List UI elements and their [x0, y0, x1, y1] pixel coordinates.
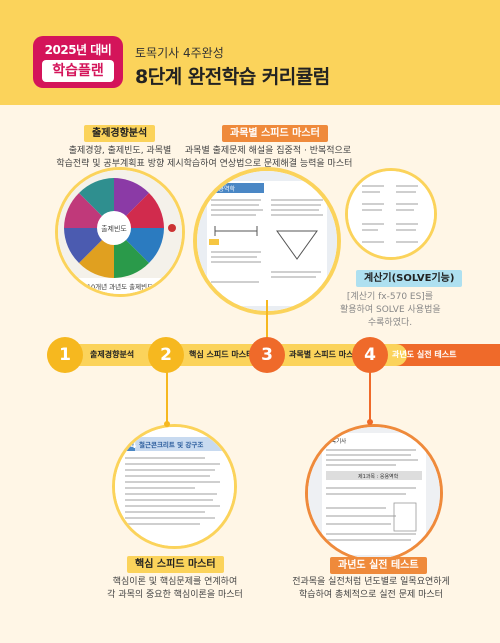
tag-core-speed: 핵심 스피드 마스터: [127, 556, 224, 573]
badge-year: 2025년 대비: [44, 43, 112, 57]
core-inner-header: 철근콘크리트 및 강구조: [139, 440, 203, 449]
desc-exam-2: 학습하여 총체적으로 실전 문제 마스터: [299, 590, 443, 600]
plan-badge: 2025년 대비 학습플랜: [33, 36, 123, 88]
calculator-image: [345, 168, 437, 260]
desc-core-2: 각 과목의 중요한 핵심이론을 마스터: [107, 590, 243, 600]
desc-core-1: 핵심이론 및 핵심문제를 연계하여: [112, 577, 238, 587]
wheel-chart-icon: 출제빈도 10개년 과년도 출제빈도: [58, 170, 182, 294]
page-subtitle: 토목기사 4주완성: [135, 46, 224, 60]
desc-subject-1: 과목별 출제문제 해설을 집중적 · 반복적으로: [184, 146, 352, 156]
badge-name: 학습플랜: [42, 60, 114, 82]
trend-wheel-image: 출제빈도 10개년 과년도 출제빈도: [55, 167, 185, 297]
desc-calc-1: [계산기 fx-570 ES]를: [346, 292, 434, 302]
exam-page-icon: 토목기사 제1과목 : 응용역학: [308, 427, 440, 559]
wheel-center-label: 출제빈도: [101, 224, 127, 233]
textbook-page-icon: 04 철근콘크리트 및 강구조: [115, 427, 234, 546]
desc-calc-3: 수록하였다.: [367, 318, 413, 328]
step-3-node: 3: [249, 337, 285, 373]
step-4-label: 과년도 실전 테스트: [392, 350, 457, 359]
desc-trend-1: 출제경향, 출제빈도, 과목별: [68, 146, 172, 156]
desc-trend-2: 학습전략 및 공부계획표 방향 제시: [56, 159, 184, 169]
step-1-label: 출제경향분석: [90, 350, 135, 359]
step-4-node: 4: [352, 337, 388, 373]
step-1-node: 1: [47, 337, 83, 373]
desc-calc-2: 활용하여 SOLVE 사용법을: [340, 305, 441, 315]
connector-step2: [166, 366, 168, 428]
tag-calculator: 계산기(SOLVE기능): [356, 270, 463, 287]
desc-exam-1: 전과목을 실전처럼 년도별로 일목요연하게: [292, 577, 450, 587]
header-band: 2025년 대비 학습플랜 토목기사 4주완성 8단계 완전학습 커리큘럼: [0, 0, 500, 105]
connector-step3: [266, 300, 268, 338]
textbook-page-icon: 응용역학: [197, 171, 337, 311]
tag-exam-test: 과년도 실전 테스트: [330, 557, 427, 574]
step-3-label: 과목별 스피드 마스터: [289, 350, 361, 359]
tag-subject-speed: 과목별 스피드 마스터: [222, 125, 328, 142]
core-inner-num: 04: [124, 441, 137, 451]
subject-book-image: 응용역학: [193, 167, 341, 315]
core-book-image: 04 철근콘크리트 및 강구조: [112, 424, 237, 549]
timeline-bar: [47, 344, 407, 366]
exam-inner-header: 토목기사: [326, 437, 346, 445]
exam-inner-sub: 제1과목 : 응용역학: [358, 473, 399, 480]
trend-inner-caption: 10개년 과년도 출제빈도: [87, 282, 153, 291]
connector-dot-2: [164, 421, 170, 427]
desc-subject-2: 학습하여 연상법으로 문제해결 능력을 마스터: [183, 159, 353, 169]
calculator-screen-icon: [348, 171, 434, 257]
connector-dot-4: [367, 419, 373, 425]
connector-step4: [369, 366, 371, 426]
page-title: 8단계 완전학습 커리큘럼: [135, 66, 330, 88]
subject-inner-header: 응용역학: [213, 185, 236, 193]
tag-trend-analysis: 출제경향분석: [84, 125, 156, 142]
step-2-label: 핵심 스피드 마스터: [189, 350, 254, 359]
exam-paper-image: 토목기사 제1과목 : 응용역학: [305, 424, 443, 562]
step-2-node: 2: [148, 337, 184, 373]
